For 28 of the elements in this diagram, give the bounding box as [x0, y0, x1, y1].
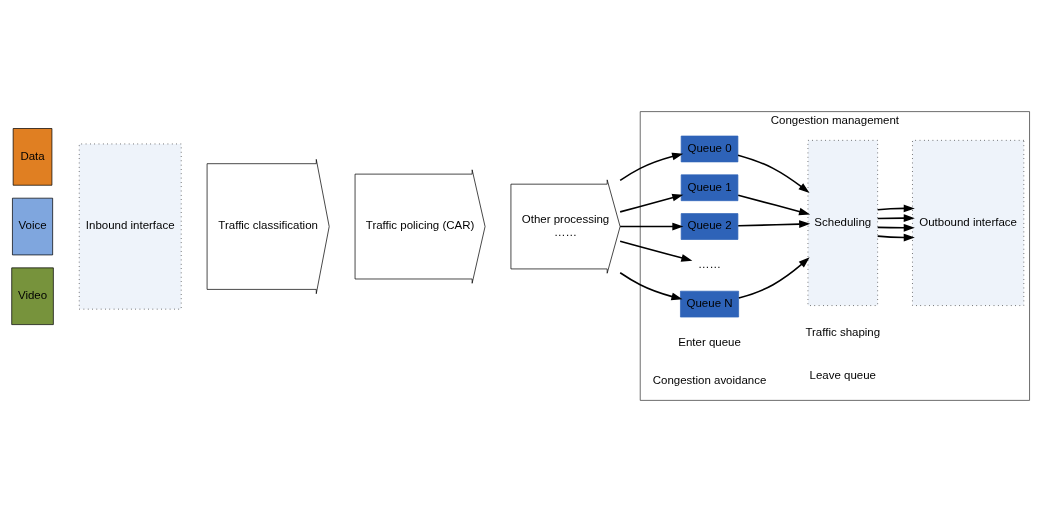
node-box: Inbound interface [78, 143, 182, 309]
label: Enter queue [678, 335, 741, 348]
node-box: Queue 0 [680, 135, 739, 162]
node-text: …… [698, 257, 722, 270]
label: Leave queue [809, 368, 876, 381]
node-box: Queue 1 [680, 173, 739, 201]
arrow [619, 271, 683, 300]
label: Traffic shaping [805, 325, 881, 338]
arrow [619, 152, 684, 181]
arrow [619, 222, 684, 230]
arrow [876, 233, 915, 241]
node-box: Voice [12, 197, 53, 255]
arrow [619, 239, 693, 262]
arrow [876, 223, 915, 232]
arrow [876, 204, 915, 212]
arrow [619, 193, 684, 213]
node-box: Video [11, 267, 54, 325]
arrow [737, 153, 810, 193]
node-box: Queue 2 [680, 212, 739, 240]
node-box: Queue N [680, 290, 739, 317]
arrow [737, 193, 811, 215]
arrow [738, 256, 810, 299]
arrow [876, 213, 915, 222]
node-box: Outbound interface [912, 139, 1025, 306]
label: Congestion avoidance [652, 373, 767, 386]
node-box: Data [12, 127, 53, 186]
node-box: Scheduling [807, 139, 878, 306]
arrow [737, 219, 811, 228]
